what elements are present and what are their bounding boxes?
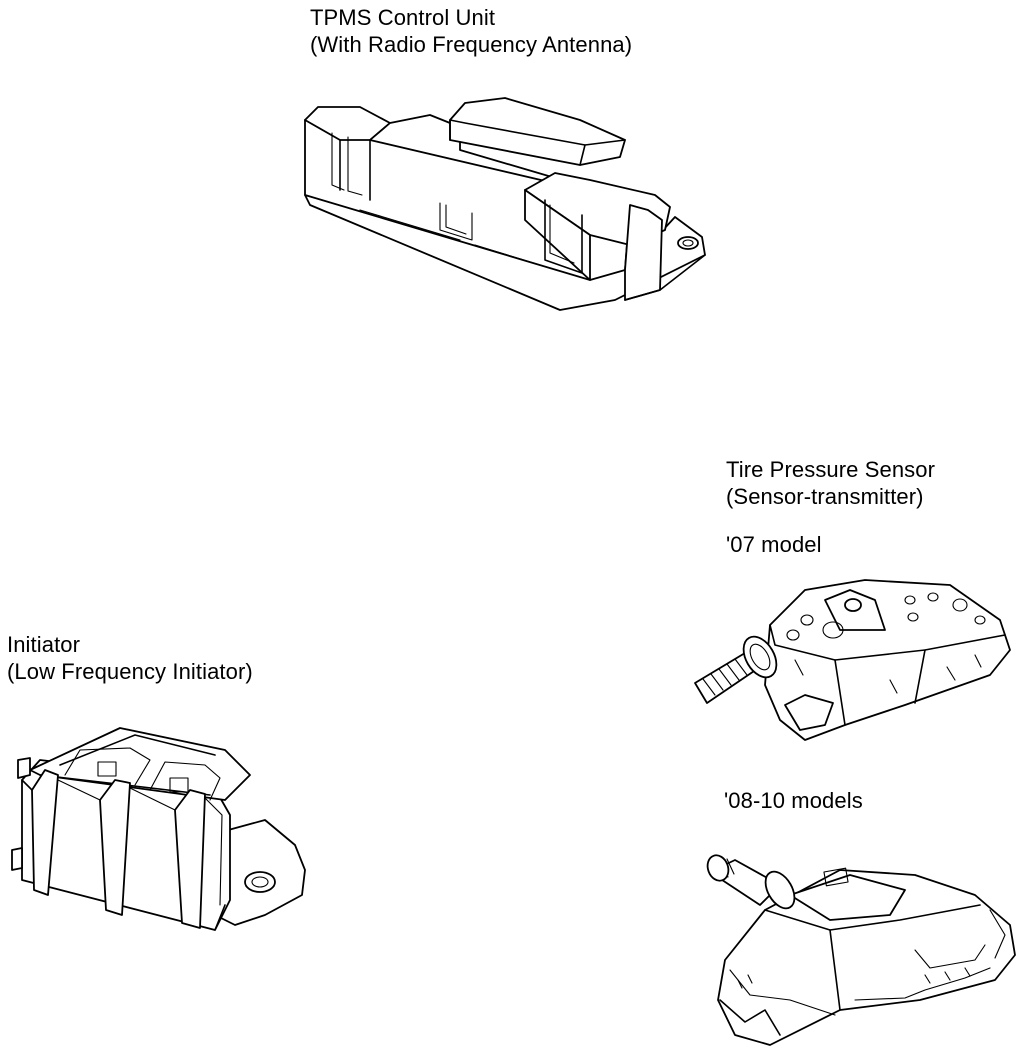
sensor-subtitle: (Sensor-transmitter) <box>726 484 924 509</box>
sensor-07-label: '07 model <box>726 532 822 557</box>
sensor-08-10-illustration <box>690 850 1020 1055</box>
control-unit-subtitle: (With Radio Frequency Antenna) <box>310 32 633 57</box>
initiator-title: Initiator <box>7 632 81 657</box>
initiator-illustration <box>10 720 320 935</box>
initiator-subtitle: (Low Frequency Initiator) <box>7 659 253 684</box>
sensor-08-10-label: '08-10 models <box>724 788 863 813</box>
sensor-title: Tire Pressure Sensor <box>726 457 936 482</box>
control-unit-title: TPMS Control Unit <box>310 5 496 30</box>
tpms-control-unit-illustration <box>300 95 715 320</box>
sensor-07-illustration <box>685 575 1020 750</box>
